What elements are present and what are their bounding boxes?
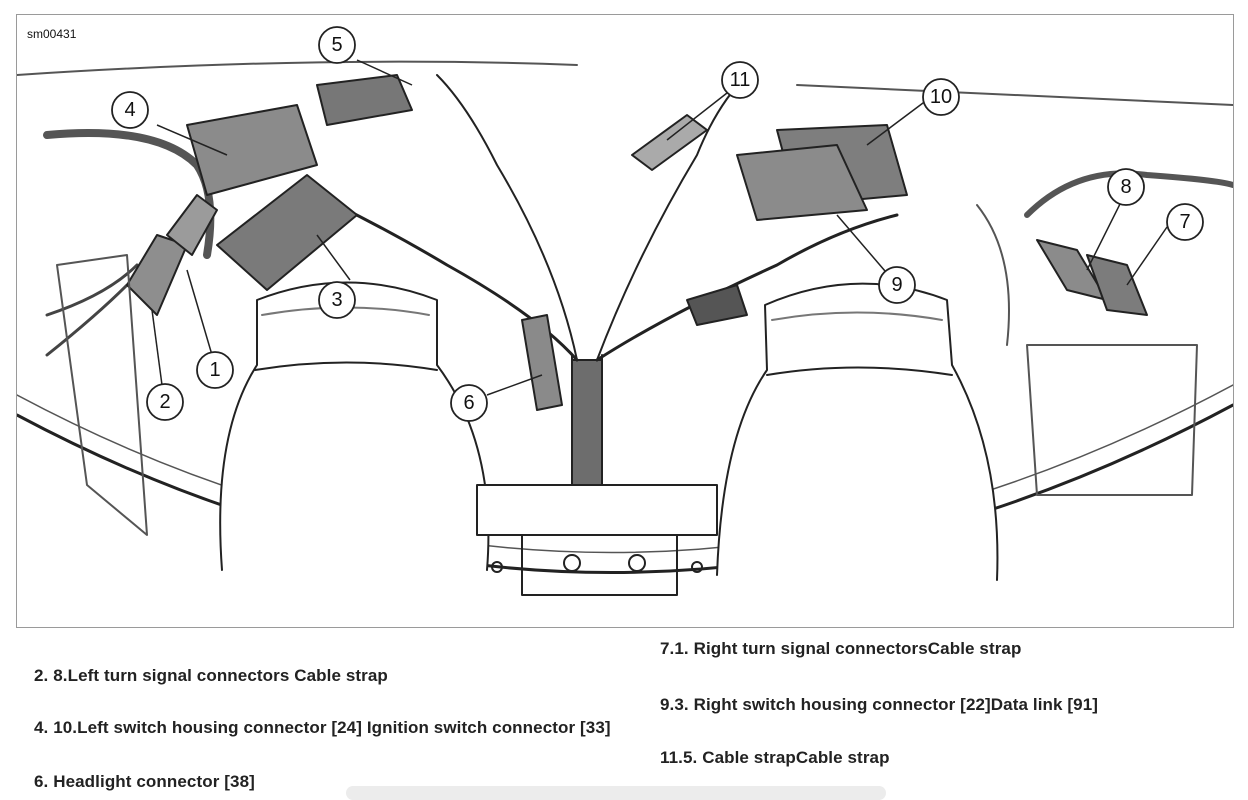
callout-4 — [111, 91, 149, 129]
right-headlight-housing — [716, 282, 999, 581]
callout-label-9: 9 — [891, 274, 902, 296]
connector-7 — [1086, 254, 1148, 316]
callout-markers — [111, 26, 1204, 422]
legend-line-6: 6. Headlight connector [38] — [34, 772, 255, 791]
callout-label-2: 2 — [159, 391, 170, 413]
legend-line-9-3: 9.3. Right switch housing connector [22]… — [660, 695, 1099, 714]
connector-2 — [126, 234, 188, 316]
center-bracket — [476, 484, 718, 536]
callout-10 — [922, 78, 960, 116]
connector-11 — [631, 114, 708, 171]
fairing-outline — [17, 403, 1233, 575]
callout-label-5: 5 — [331, 34, 342, 56]
connector-6 — [521, 314, 563, 411]
connector-5 — [316, 74, 413, 126]
connector-9 — [736, 144, 868, 221]
callout-8 — [1107, 168, 1145, 206]
callout-label-1: 1 — [209, 359, 220, 381]
callout-2 — [146, 383, 184, 421]
callout-label-10: 10 — [930, 86, 952, 108]
callout-11 — [721, 61, 759, 99]
callout-5 — [318, 26, 356, 64]
callout-9 — [878, 266, 916, 304]
connector-4 — [186, 104, 318, 196]
callout-3 — [318, 281, 356, 319]
legend-line-7-1: 7.1. Right turn signal connectorsCable s… — [660, 639, 1022, 658]
callout-label-11: 11 — [730, 69, 751, 91]
legend-line-2-8: 2. 8.Left turn signal connectors Cable s… — [34, 666, 388, 685]
left-headlight-housing — [219, 281, 490, 571]
callout-label-7: 7 — [1179, 211, 1190, 233]
legend-line-4-10: 4. 10.Left switch housing connector [24]… — [34, 718, 611, 737]
callout-label-6: 6 — [463, 392, 474, 414]
legend-line-11-5: 11.5. Cable strapCable strap — [660, 748, 890, 767]
figure-id: sm00431 — [27, 27, 77, 41]
wiring-diagram: 4 5 3 1 2 6 11 10 9 8 7 sm00431 — [16, 14, 1234, 628]
callout-label-4: 4 — [124, 99, 135, 121]
callout-6 — [450, 384, 488, 422]
diagram-artwork: 4 5 3 1 2 6 11 10 9 8 7 — [17, 26, 1233, 596]
callout-1 — [196, 351, 234, 389]
callout-7 — [1166, 203, 1204, 241]
callout-label-8: 8 — [1120, 176, 1131, 198]
connector-1 — [166, 194, 218, 256]
connector-3 — [216, 174, 358, 291]
callout-label-3: 3 — [331, 289, 342, 311]
horizontal-scrollbar[interactable] — [346, 786, 886, 800]
